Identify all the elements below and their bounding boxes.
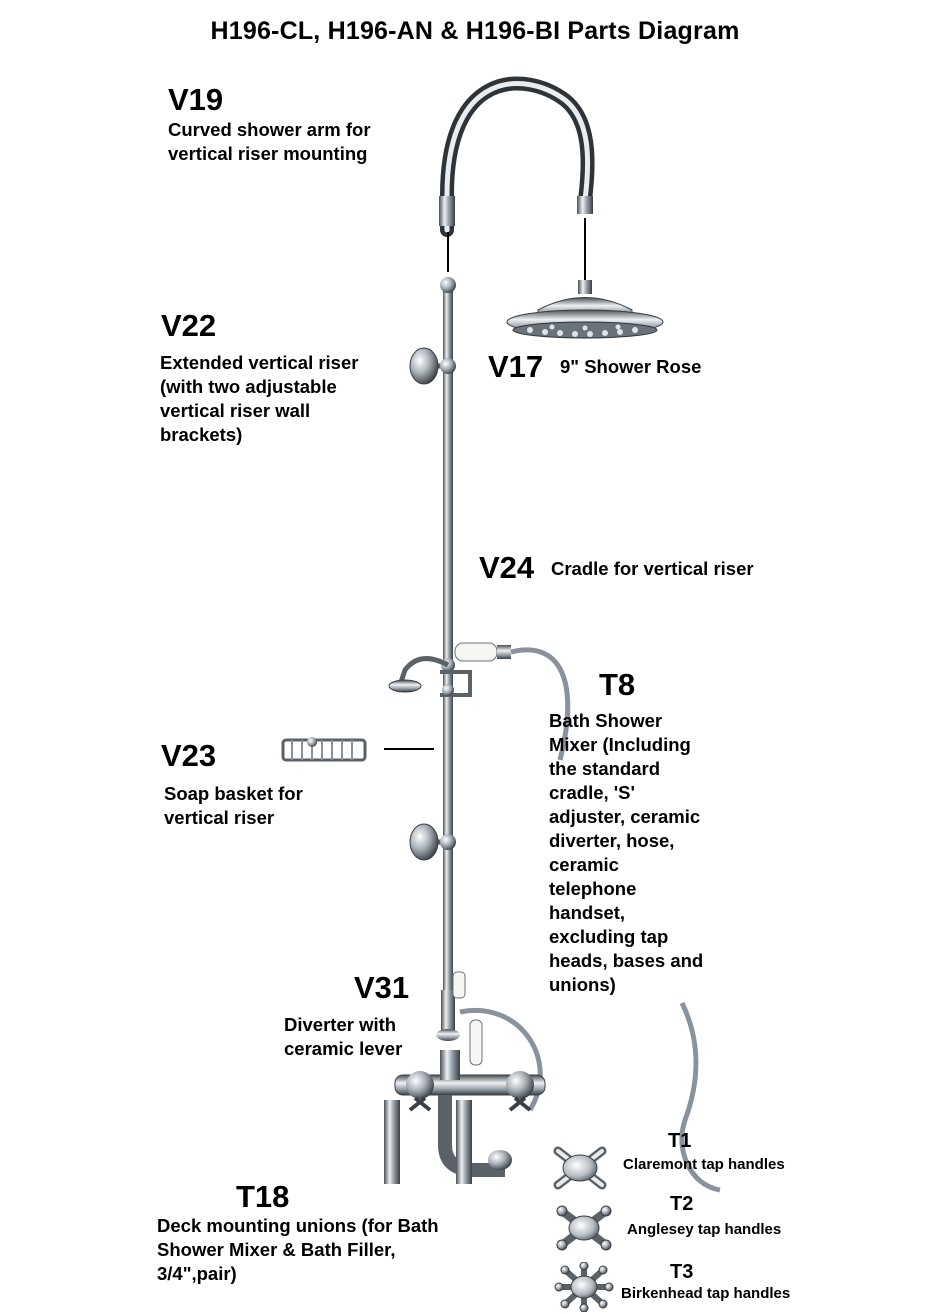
tap-handle-desc-t3: Birkenhead tap handles [621,1285,791,1302]
tap-handle-code-t3: T3 [670,1261,694,1283]
part-code-v17: V17 [488,349,544,384]
tap-handle-desc-t2: Anglesey tap handles [627,1221,782,1238]
vertical-riser [409,277,456,1030]
soap-basket [281,737,367,762]
part-code-t18: T18 [236,1179,290,1214]
diverter [436,971,466,1041]
birkenhead-handle-icon [554,1262,614,1312]
part-desc-v24: Cradle for vertical riser [551,558,754,579]
part-code-v19: V19 [168,82,224,117]
curved-shower-arm [439,76,595,237]
riser-cradle [388,642,511,697]
loose-hose [679,1001,721,1193]
part-code-v31: V31 [354,970,410,1005]
tap-handle-code-t2: T2 [670,1193,694,1215]
handset-hose [510,647,571,761]
part-code-v22: V22 [161,308,217,343]
claremont-handle-icon [553,1146,607,1190]
part-desc-v19: Curved shower arm for vertical riser mou… [168,119,371,164]
part-desc-t18: Deck mounting unions (for Bath Shower Mi… [157,1215,439,1284]
shower-rose [506,280,664,339]
tap-handle-desc-t1: Claremont tap handles [623,1156,785,1173]
part-desc-v23: Soap basket for vertical riser [164,783,303,828]
deck-mounting-unions [384,1100,472,1184]
part-code-v24: V24 [479,550,535,585]
anglesey-handle-icon [556,1205,612,1251]
part-desc-v31: Diverter with ceramic lever [284,1014,403,1059]
bath-shower-mixer [394,1008,546,1177]
part-desc-v17: 9" Shower Rose [560,356,702,377]
part-code-t8: T8 [599,667,636,702]
part-desc-t8: Bath Shower Mixer (Including the standar… [549,710,704,995]
part-code-v23: V23 [161,738,217,773]
diagram-title: H196-CL, H196-AN & H196-BI Parts Diagram [210,17,740,45]
part-desc-v22: Extended vertical riser (with two adjust… [160,352,359,445]
tap-handle-code-t1: T1 [668,1130,692,1152]
